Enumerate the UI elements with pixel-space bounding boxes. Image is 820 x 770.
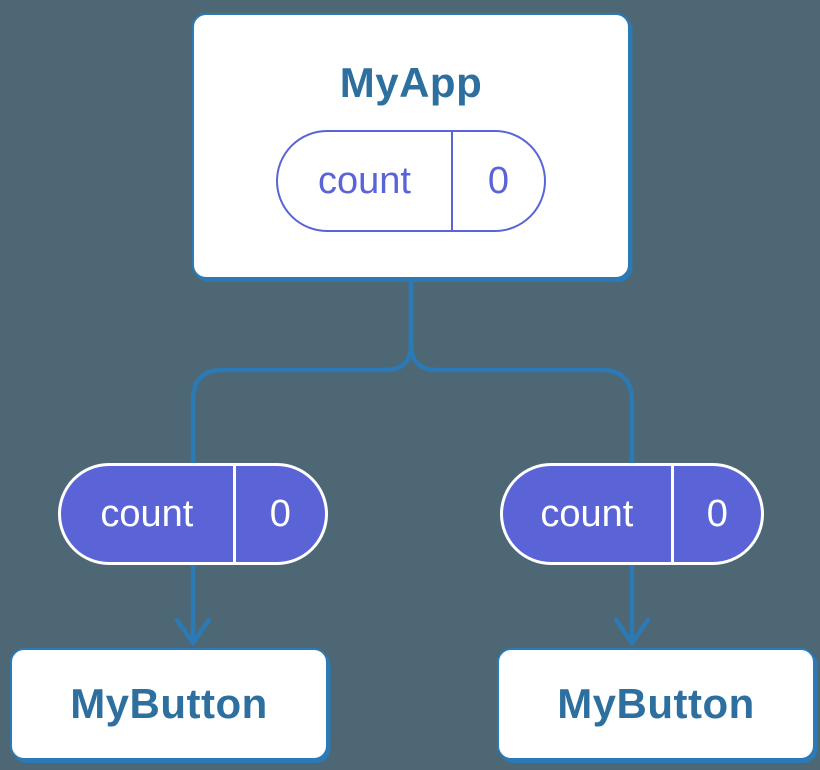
left-prop-pill-name: count [100, 492, 194, 535]
right-arrowhead-icon [613, 617, 651, 646]
right-prop-pill: count 0 [500, 463, 764, 565]
left-arrowhead-icon [174, 617, 212, 646]
right-prop-pill-name: count [540, 492, 634, 535]
parent-component-card: MyApp count 0 [192, 13, 630, 279]
right-prop-pill-value: 0 [670, 466, 761, 562]
right-child-component-card: MyButton [497, 648, 815, 760]
left-child-component-title: MyButton [70, 679, 268, 727]
parent-component-title: MyApp [339, 58, 483, 106]
state-pill: count 0 [276, 130, 546, 233]
state-pill-name: count [317, 159, 411, 202]
right-connector-line [408, 276, 635, 644]
left-prop-pill: count 0 [58, 463, 328, 565]
left-child-component-card: MyButton [10, 648, 328, 760]
left-prop-pill-value: 0 [232, 466, 325, 562]
right-child-component-title: MyButton [557, 679, 755, 727]
left-connector-line [190, 276, 414, 644]
state-pill-value: 0 [450, 132, 544, 231]
